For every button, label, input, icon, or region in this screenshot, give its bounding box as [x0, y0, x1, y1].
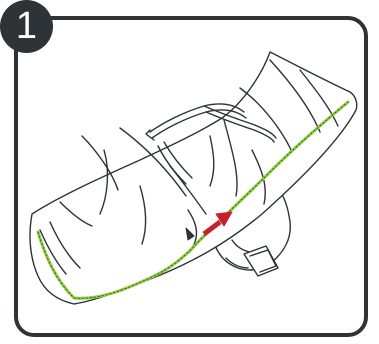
bag-body [30, 52, 357, 304]
